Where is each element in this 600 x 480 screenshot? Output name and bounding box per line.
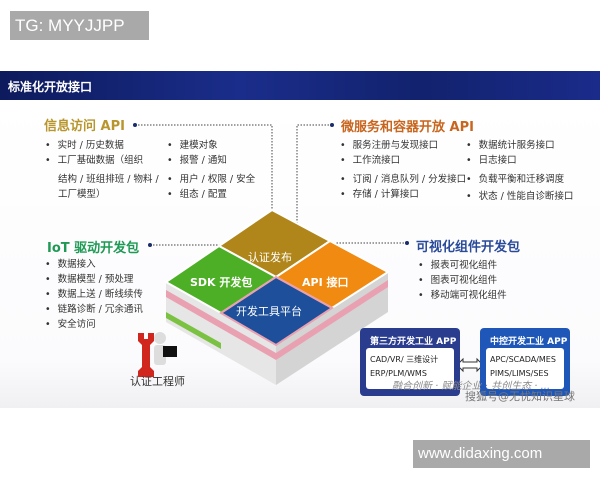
supcon-title: 中控开发工业 APP bbox=[490, 337, 568, 347]
list-item: 报表可视化组件 bbox=[418, 258, 507, 273]
list-item: 实时 / 历史数据 bbox=[45, 138, 159, 153]
list-item: 安全访问 bbox=[45, 317, 143, 332]
info-api-list: 实时 / 历史数据 工厂基础数据（组织 结构 / 班组排班 / 物料 / 工厂模… bbox=[45, 138, 159, 202]
micro-api-title: 微服务和容器开放 API bbox=[341, 120, 474, 135]
micro-api-list: 服务注册与发现接口 工作流接口 订阅 / 消息队列 / 分发接口 存储 / 计算… bbox=[340, 138, 466, 202]
list-item: 结构 / 班组排班 / 物料 / bbox=[58, 174, 159, 185]
list-item: 工作流接口 bbox=[340, 153, 466, 168]
engineer-icon bbox=[138, 332, 177, 377]
list-item: 日志接口 bbox=[466, 153, 573, 168]
overlay-source: 搜狐号@无忧知识星球 bbox=[465, 390, 575, 403]
list-item: 数据模型 / 预处理 bbox=[45, 272, 143, 287]
info-api-title: 信息访问 API bbox=[44, 119, 125, 134]
vis-list: 报表可视化组件 图表可视化组件 移动端可视化组件 bbox=[418, 258, 507, 303]
list-item: 报警 / 通知 bbox=[167, 153, 255, 168]
engineer-label: 认证工程师 bbox=[130, 375, 185, 388]
list-item: 状态 / 性能自诊断接口 bbox=[466, 189, 574, 204]
iot-list: 数据接入 数据模型 / 预处理 数据上送 / 断线续传 链路诊断 / 冗余通讯 … bbox=[45, 257, 143, 332]
tile-devtools bbox=[219, 275, 334, 347]
vis-title: 可视化组件开发包 bbox=[416, 240, 521, 255]
third-party-line: CAD/VR/ 三维设计 bbox=[370, 355, 439, 364]
list-item: 数据上送 / 断线续传 bbox=[45, 287, 143, 302]
micro-api-list-2: 数据统计服务接口 日志接口 负载平衡和迁移调度 状态 / 性能自诊断接口 bbox=[466, 138, 574, 204]
banner-title: 标准化开放接口 bbox=[8, 80, 93, 94]
banner: 标准化开放接口 bbox=[0, 71, 600, 100]
list-item: 图表可视化组件 bbox=[418, 273, 507, 288]
list-item: 工厂基础数据（组织 bbox=[45, 153, 159, 168]
supcon-line: APC/SCADA/MES bbox=[490, 355, 556, 364]
third-party-title: 第三方开发工业 APP bbox=[370, 337, 457, 347]
third-party-app-box: 第三方开发工业 APP CAD/VR/ 三维设计 ERP/PLM/WMS bbox=[360, 328, 460, 396]
tile-certify-label: 认证发布 bbox=[248, 251, 292, 264]
list-item: 链路诊断 / 冗余通讯 bbox=[45, 302, 143, 317]
overlay-slogan: 融合创新 · 赋能企业 · 共创生态 · ... bbox=[392, 381, 551, 392]
third-party-line: ERP/PLM/WMS bbox=[370, 369, 427, 378]
list-item: 数据统计服务接口 bbox=[466, 138, 573, 153]
list-item: 用户 / 权限 / 安全 bbox=[167, 172, 255, 187]
info-api-list-2: 建模对象 报警 / 通知 用户 / 权限 / 安全 组态 / 配置 bbox=[167, 138, 255, 202]
supcon-line: PIMS/LIMS/SES bbox=[490, 369, 549, 378]
list-item: 存储 / 计算接口 bbox=[340, 187, 466, 202]
connector-info bbox=[135, 124, 273, 210]
supcon-app-box: 中控开发工业 APP APC/SCADA/MES PIMS/LIMS/SES bbox=[480, 328, 570, 396]
list-item: 负载平衡和迁移调度 bbox=[466, 172, 573, 187]
list-item: 数据接入 bbox=[45, 257, 143, 272]
tile-devtools-label: 开发工具平台 bbox=[236, 305, 302, 318]
tile-api-label: API 接口 bbox=[302, 276, 349, 289]
watermark: www.didaxing.com bbox=[413, 440, 590, 468]
iot-title: IoT 驱动开发包 bbox=[47, 241, 140, 256]
tile-sdk-label: SDK 开发包 bbox=[190, 276, 253, 289]
list-item: 组态 / 配置 bbox=[167, 187, 255, 202]
list-item: 工厂模型） bbox=[58, 189, 106, 200]
list-item: 移动端可视化组件 bbox=[418, 288, 507, 303]
list-item: 订阅 / 消息队列 / 分发接口 bbox=[340, 172, 466, 187]
list-item: 建模对象 bbox=[167, 138, 255, 153]
list-item: 服务注册与发现接口 bbox=[340, 138, 466, 153]
tag-label: TG: MYYJJPP bbox=[10, 11, 149, 40]
